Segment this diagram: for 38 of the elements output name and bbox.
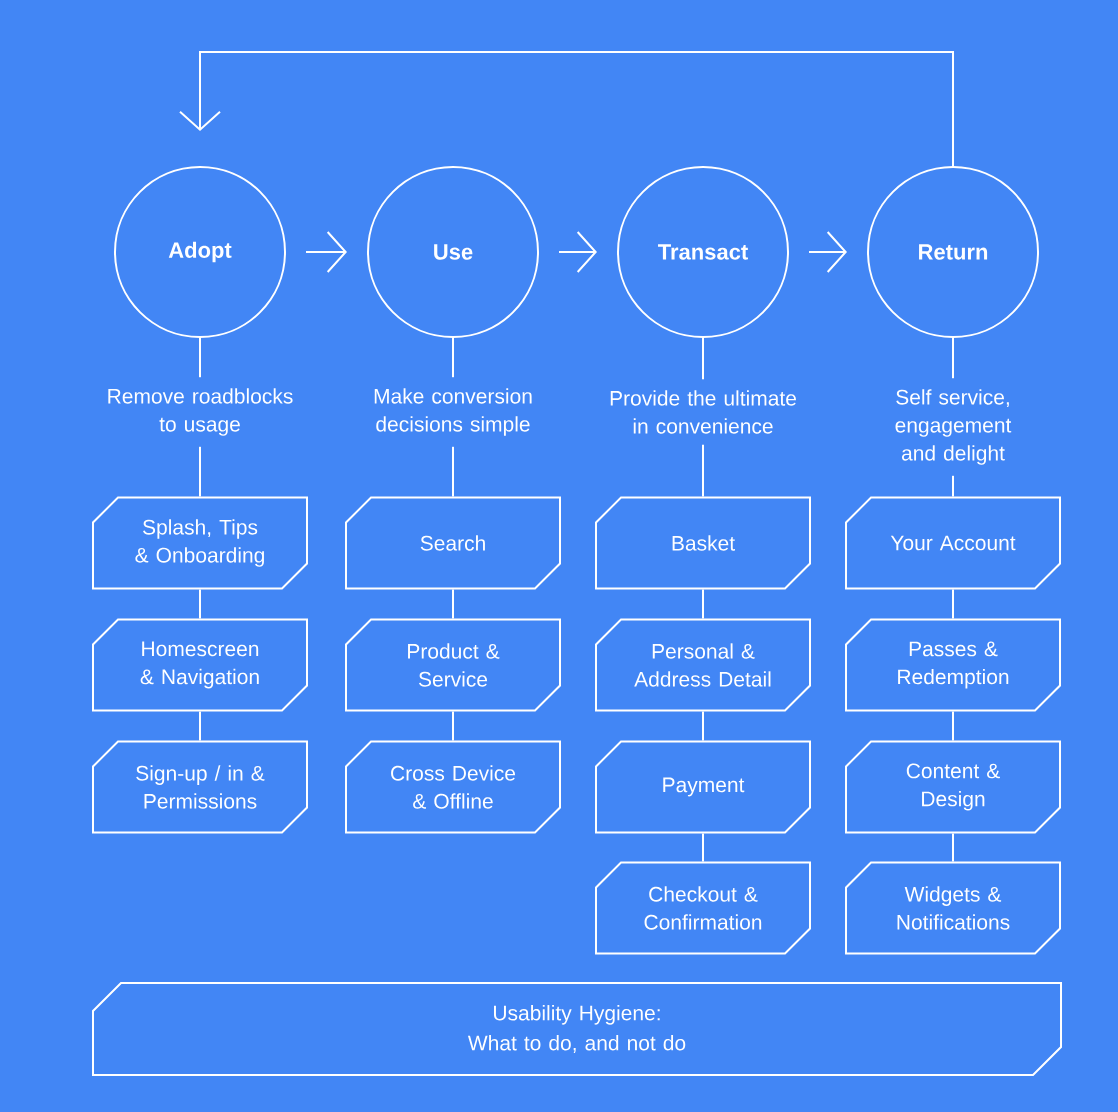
step-box: Your Account	[845, 496, 1061, 590]
step-box: Cross Device & Offline	[345, 740, 561, 834]
connector-line	[199, 445, 201, 498]
step-box: Payment	[595, 740, 811, 834]
step-box: Basket	[595, 496, 811, 590]
step-box: Widgets & Notifications	[845, 861, 1061, 955]
connector-line	[702, 443, 704, 498]
step-box: Checkout & Confirmation	[595, 861, 811, 955]
connector-line	[702, 832, 704, 863]
connector-line	[952, 588, 954, 620]
step-box: Search	[345, 496, 561, 590]
step-box: Splash, Tips & Onboarding	[92, 496, 308, 590]
stage-description: Make conversion decisions simple	[374, 388, 532, 436]
connector-line	[452, 337, 454, 379]
connector-line	[452, 445, 454, 498]
connector-line	[702, 337, 704, 381]
stage-description: Provide the ultimate in convenience	[610, 390, 796, 434]
connector-line	[952, 474, 954, 498]
connector-line	[452, 588, 454, 620]
step-box: Passes & Redemption	[845, 618, 1061, 712]
connector-line	[952, 710, 954, 742]
stage-description: Remove roadblocks to usage	[108, 388, 293, 436]
hygiene-box: Usability Hygiene: What to do, and not do	[92, 982, 1062, 1076]
connector-line	[952, 337, 954, 380]
connector-line	[702, 588, 704, 620]
loop-arrow	[179, 51, 954, 167]
step-box: Homescreen & Navigation	[92, 618, 308, 712]
step-box: Product & Service	[345, 618, 561, 712]
stage-description: Self service, engagement and delight	[895, 389, 1012, 465]
connector-line	[199, 337, 201, 379]
connector-line	[199, 588, 201, 620]
connector-line	[452, 710, 454, 742]
step-box: Content & Design	[845, 740, 1061, 834]
connector-line	[702, 710, 704, 742]
connector-line	[952, 832, 954, 863]
step-box: Sign-up / in & Permissions	[92, 740, 308, 834]
connector-line	[199, 710, 201, 742]
step-box: Personal & Address Detail	[595, 618, 811, 712]
